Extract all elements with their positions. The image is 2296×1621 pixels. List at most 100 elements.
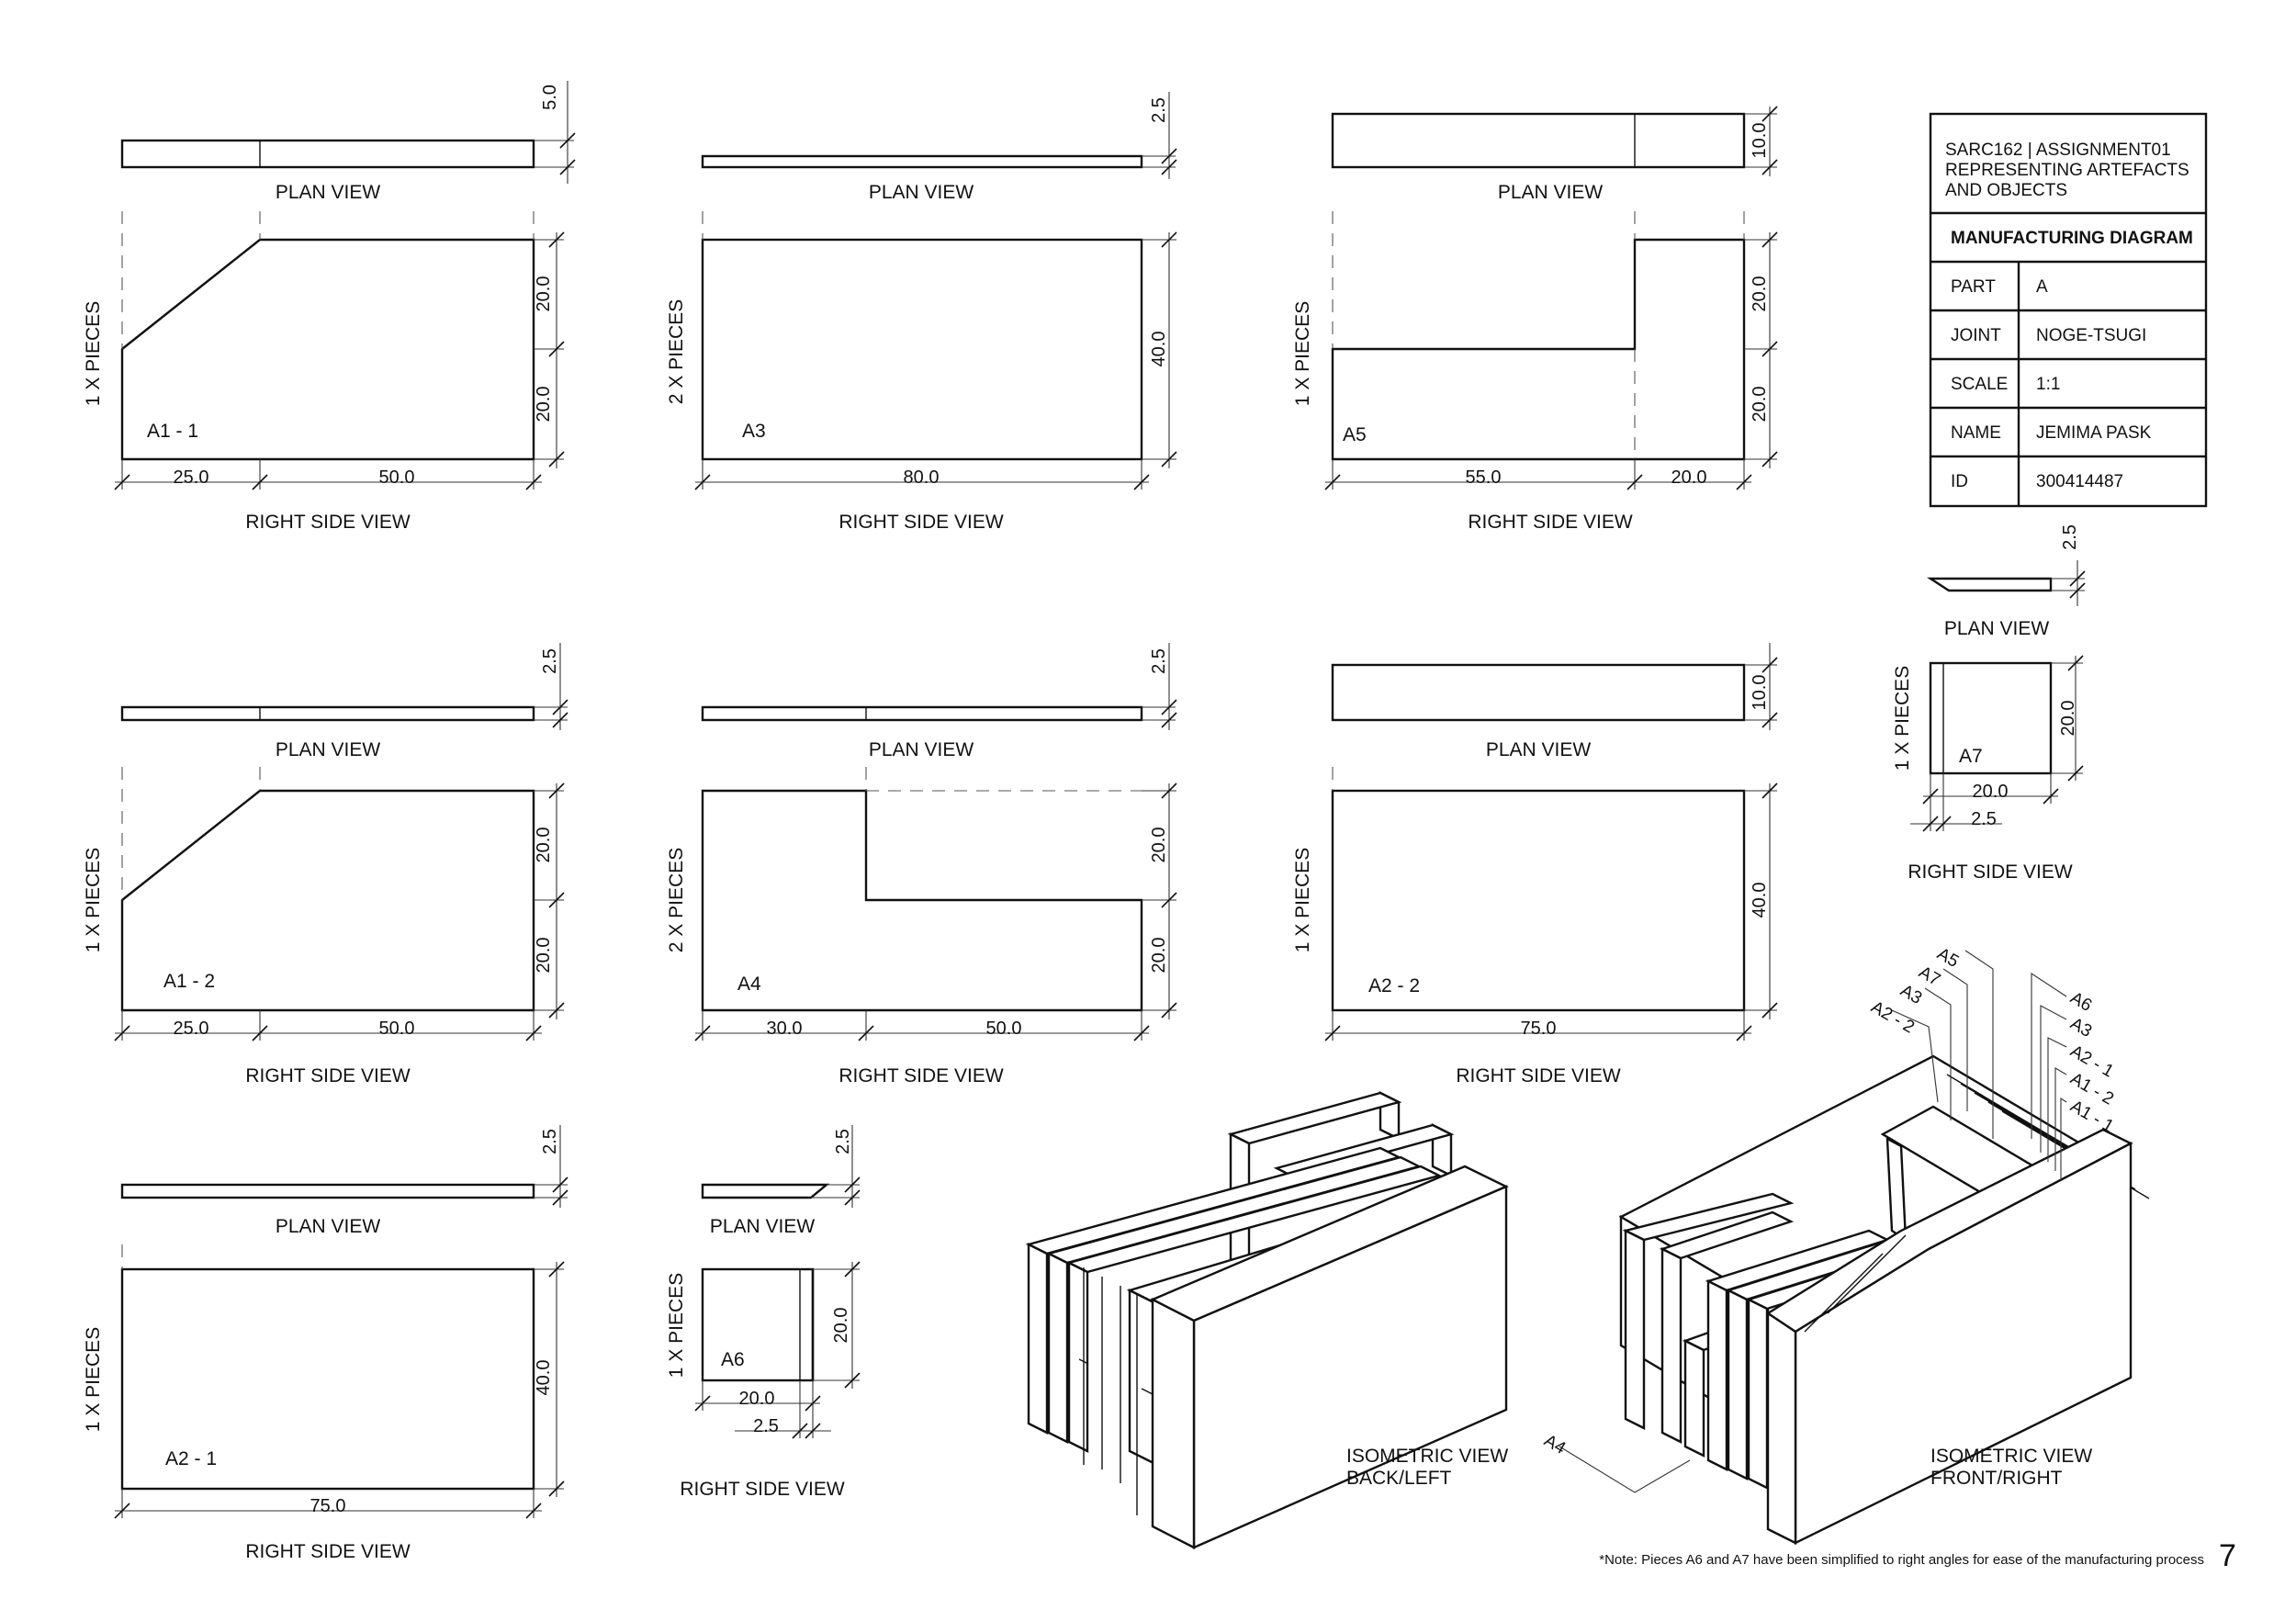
right-side-view-label: RIGHT SIDE VIEW: [245, 1541, 410, 1562]
right-side-view-label: RIGHT SIDE VIEW: [838, 512, 1003, 533]
piece-a3: PLAN VIEW 2.5 A3 2 X PIECES 40.0 80.0 RI…: [666, 92, 1177, 533]
a1-1-height-upper: 20.0: [534, 276, 554, 312]
right-side-view-label: RIGHT SIDE VIEW: [1456, 1065, 1620, 1086]
piece-a2-1: PLAN VIEW 2.5 A2 - 1 1 X PIECES 40.0 75.…: [83, 1125, 568, 1562]
a4-quantity: 2 X PIECES: [666, 848, 687, 952]
plan-view-label: PLAN VIEW: [869, 182, 974, 203]
plan-view-label: PLAN VIEW: [276, 1216, 381, 1237]
isometric-back-left-title: ISOMETRIC VIEW: [1346, 1446, 1508, 1467]
a6-plan-thickness: 2.5: [833, 1129, 853, 1154]
title-row-key: JOINT: [1951, 326, 2001, 345]
plan-view-label: PLAN VIEW: [276, 182, 381, 203]
plan-view-label: PLAN VIEW: [1498, 182, 1604, 203]
a2-1-piece-label: A2 - 1: [165, 1448, 217, 1469]
leader-label: A6: [2067, 988, 2096, 1016]
a5-height-lower: 20.0: [1750, 387, 1770, 422]
a4-width-right: 50.0: [986, 1019, 1022, 1039]
a2-2-piece-label: A2 - 2: [1368, 975, 1420, 996]
title-row-value: 300414487: [2036, 472, 2123, 491]
a7-quantity: 1 X PIECES: [1892, 666, 1913, 771]
a1-2-plan-thickness: 2.5: [540, 648, 560, 674]
a1-1-height-lower: 20.0: [534, 387, 554, 422]
a1-2-height-lower: 20.0: [534, 938, 554, 974]
leader-label: A3: [1897, 981, 1926, 1008]
a6-side-outline: [701, 1267, 815, 1382]
isometric-front-right-view: ISOMETRIC VIEW FRONT/RIGHT: [1618, 1054, 2150, 1545]
a7-piece-label: A7: [1959, 746, 1983, 767]
a6-piece-label: A6: [721, 1349, 745, 1370]
leader-label: A5: [1934, 944, 1963, 972]
a2-2-plan-outline: [1331, 663, 1746, 722]
footer-note: *Note: Pieces A6 and A7 have been simpli…: [1599, 1552, 2204, 1568]
a3-height: 40.0: [1149, 332, 1169, 367]
plan-view-label: PLAN VIEW: [710, 1216, 816, 1237]
a5-height-upper: 20.0: [1750, 276, 1770, 312]
a3-plan-outline: [701, 154, 1143, 169]
a1-2-quantity: 1 X PIECES: [83, 848, 104, 952]
a1-1-quantity: 1 X PIECES: [83, 301, 104, 406]
a1-1-width-right: 50.0: [379, 467, 415, 488]
title-row-value: JEMIMA PASK: [2036, 423, 2152, 443]
a1-2-plan-outline: [120, 705, 535, 722]
a2-1-quantity: 1 X PIECES: [83, 1327, 104, 1432]
a3-plan-thickness: 2.5: [1149, 97, 1169, 123]
a7-width: 20.0: [1973, 782, 2009, 802]
a2-2-quantity: 1 X PIECES: [1292, 848, 1313, 952]
title-row-value: NOGE-TSUGI: [2036, 326, 2146, 345]
right-side-view-label: RIGHT SIDE VIEW: [838, 1065, 1003, 1086]
leader-label: A3: [2067, 1014, 2096, 1041]
a2-2-width: 75.0: [1521, 1019, 1557, 1039]
title-row-key: ID: [1951, 472, 1968, 491]
piece-a7: PLAN VIEW 2.5 A7 1 X PIECES 20.0 20.0 2.…: [1892, 524, 2086, 883]
a6-plan-outline: [701, 1183, 830, 1199]
a6-height: 20.0: [831, 1308, 851, 1344]
a1-1-width-left: 25.0: [174, 467, 209, 488]
a2-1-width: 75.0: [310, 1496, 346, 1516]
a7-thickness: 2.5: [1971, 809, 1997, 829]
right-side-view-label: RIGHT SIDE VIEW: [680, 1479, 844, 1500]
piece-a2-2: PLAN VIEW 10.0 A2 - 2 1 X PIECES 40.0 75…: [1292, 643, 1778, 1086]
a1-2-width-right: 50.0: [379, 1019, 415, 1039]
a3-piece-label: A3: [742, 421, 766, 442]
title-row-key: NAME: [1951, 423, 2001, 443]
a6-width: 20.0: [739, 1389, 775, 1409]
title-row-key: SCALE: [1951, 375, 2008, 394]
a1-2-width-left: 25.0: [174, 1019, 209, 1039]
title-row-key: PART: [1951, 277, 1996, 297]
a4-plan-outline: [701, 705, 1143, 722]
a2-1-plan-outline: [120, 1183, 535, 1199]
a1-2-piece-label: A1 - 2: [163, 971, 215, 992]
leader-label: A7: [1916, 962, 1944, 990]
a7-plan-outline: [1926, 577, 2053, 592]
a1-2-height-upper: 20.0: [534, 827, 554, 863]
a4-piece-label: A4: [737, 974, 761, 995]
title-course: SARC162 | ASSIGNMENT01: [1945, 141, 2171, 160]
a1-1-plan-thickness: 5.0: [540, 84, 560, 110]
a6-thickness: 2.5: [753, 1416, 779, 1436]
title-subject: AND OBJECTS: [1945, 181, 2067, 200]
title-block: SARC162 | ASSIGNMENT01 REPRESENTING ARTE…: [1929, 112, 2208, 508]
a5-quantity: 1 X PIECES: [1292, 301, 1313, 406]
piece-a5: PLAN VIEW 10.0 A5 1 X PIECES 20.0 20.0 5…: [1292, 106, 1778, 533]
a4-width-left: 30.0: [767, 1019, 803, 1039]
isometric-front-right-subtitle: FRONT/RIGHT: [1930, 1468, 2063, 1489]
a4-side-outline: [701, 789, 1143, 1012]
right-side-view-label: RIGHT SIDE VIEW: [245, 1065, 410, 1086]
title-row-value: A: [2036, 277, 2048, 297]
a5-side-outline: [1331, 238, 1746, 461]
right-side-view-label: RIGHT SIDE VIEW: [1468, 512, 1632, 533]
page-number: 7: [2219, 1538, 2236, 1573]
a2-2-plan-thickness: 10.0: [1750, 675, 1770, 711]
title-heading: MANUFACTURING DIAGRAM: [1951, 229, 2193, 248]
title-row-value: 1:1: [2036, 375, 2060, 394]
a5-width-right: 20.0: [1671, 467, 1707, 488]
a7-height: 20.0: [2058, 701, 2078, 737]
a5-width-left: 55.0: [1466, 467, 1502, 488]
a2-1-side-outline: [120, 1267, 535, 1491]
isometric-front-right-title: ISOMETRIC VIEW: [1930, 1446, 2092, 1467]
plan-view-label: PLAN VIEW: [869, 739, 974, 760]
plan-view-label: PLAN VIEW: [1944, 618, 2050, 639]
piece-a4: PLAN VIEW 2.5 A4 2 X PIECES 20.0 20.0 30…: [666, 643, 1177, 1086]
a7-side-outline: [1929, 661, 2053, 775]
